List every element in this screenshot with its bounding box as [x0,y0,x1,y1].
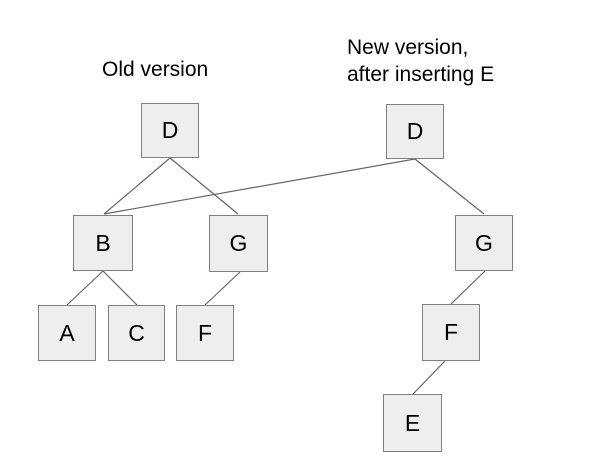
node-label: F [443,319,459,345]
edge-new-G-to-new-F [450,270,486,305]
edge-new-F-to-new-E [412,360,446,395]
node-label: A [59,319,75,346]
node-new-D: D [386,104,444,159]
node-label: E [404,409,421,436]
edge-old-D-to-old-G [169,157,239,215]
node-new-G: G [455,215,513,271]
node-old-F: F [176,305,234,361]
old-version-title: Old version [102,58,209,81]
node-new-F: F [422,304,480,361]
edge-new-D-to-shared-B [103,158,416,215]
node-new-E: E [383,394,442,452]
node-label: B [95,229,111,256]
node-label: D [406,118,424,144]
edge-old-D-to-old-B [103,157,171,215]
node-old-A: A [38,305,96,361]
edge-old-B-to-old-C [102,270,138,306]
node-old-D: D [141,103,199,158]
node-label: C [128,319,145,346]
node-label: F [197,319,213,346]
node-old-G: G [209,215,268,272]
node-label: D [161,117,179,143]
edge-new-D-to-new-G [414,158,485,215]
edge-old-G-to-old-F [204,271,241,306]
node-old-C: C [108,305,165,361]
new-version-title: New version, after inserting E [347,36,495,86]
edge-old-B-to-old-A [66,270,104,306]
node-label: G [475,229,493,256]
node-label: G [229,230,248,256]
node-old-B: B [73,215,133,271]
